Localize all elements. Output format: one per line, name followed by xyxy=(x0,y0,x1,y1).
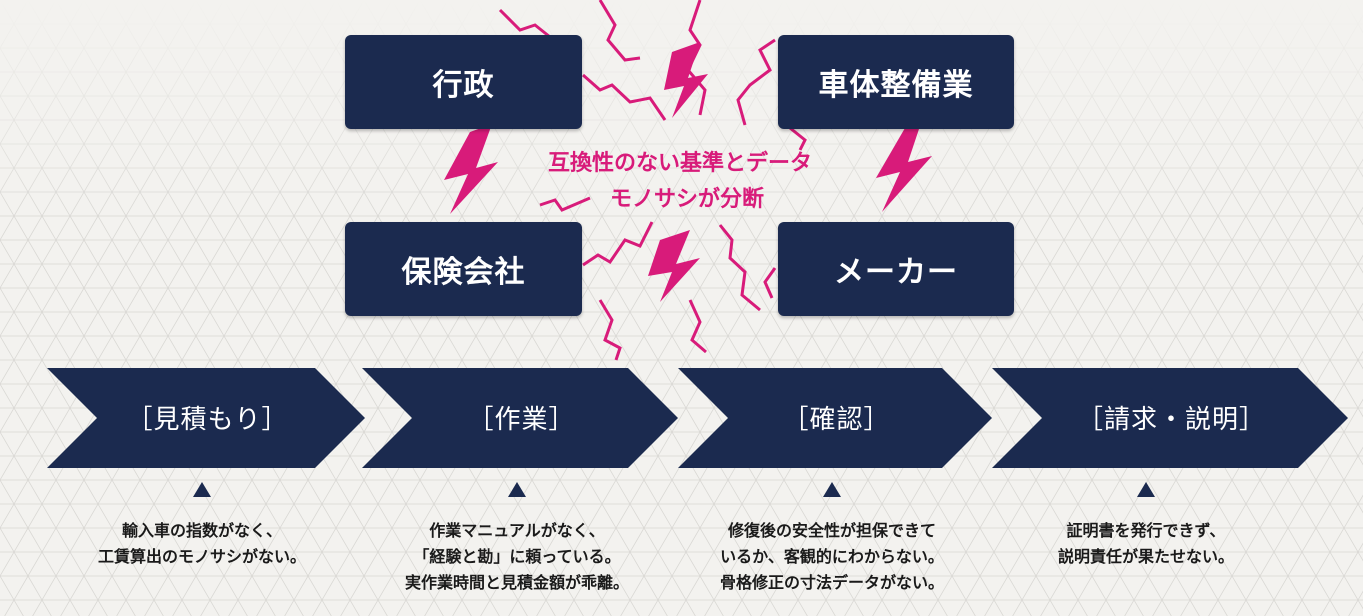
process-flow xyxy=(47,368,1348,468)
step-label-estimate: ［見積もり］ xyxy=(126,404,289,435)
desc-line: 作業マニュアルがなく、 xyxy=(429,521,605,540)
up-triangle-icon xyxy=(508,482,526,497)
step-desc-check: 修復後の安全性が担保できて いるか、客観的にわからない。 骨格修正の寸法データが… xyxy=(682,518,982,596)
center-message: 互換性のない基準とデータ モノサシが分断 xyxy=(510,146,850,218)
chevron-step-1 xyxy=(47,368,365,468)
up-triangle-icon xyxy=(193,482,211,497)
desc-line: 輸入車の指数がなく、 xyxy=(121,521,282,540)
desc-line: 「経験と勘」に頼っている。 xyxy=(413,547,621,566)
desc-line: 実作業時間と見積金額が乖離。 xyxy=(404,573,629,592)
step-desc-work: 作業マニュアルがなく、 「経験と勘」に頼っている。 実作業時間と見積金額が乖離。 xyxy=(367,518,667,596)
step-desc-estimate: 輸入車の指数がなく、 工賃算出のモノサシがない。 xyxy=(52,518,352,570)
stakeholder-hoken: 保険会社 xyxy=(345,222,582,316)
desc-line: いるか、客観的にわからない。 xyxy=(720,547,944,566)
desc-line: 証明書を発行できず、 xyxy=(1066,521,1226,540)
desc-line: 修復後の安全性が担保できて xyxy=(727,521,936,540)
desc-line: 工賃算出のモノサシがない。 xyxy=(97,547,306,566)
center-message-line1: 互換性のない基準とデータ xyxy=(547,151,812,176)
chevron-step-4 xyxy=(992,368,1348,468)
desc-line: 骨格修正の寸法データがない。 xyxy=(719,573,944,592)
step-label-work: ［作業］ xyxy=(467,404,576,435)
stakeholder-gyosei: 行政 xyxy=(345,35,582,129)
center-message-line2: モノサシが分断 xyxy=(609,187,764,212)
up-triangle-icon xyxy=(823,482,841,497)
up-triangle-icon xyxy=(1137,482,1155,497)
step-label-billing: ［請求・説明］ xyxy=(1076,404,1266,435)
stakeholder-maker: メーカー xyxy=(778,222,1014,316)
stakeholder-shatai: 車体整備業 xyxy=(778,35,1014,129)
chevron-step-3 xyxy=(678,368,992,468)
chevron-step-2 xyxy=(362,368,678,468)
step-desc-billing: 証明書を発行できず、 説明責任が果たせない。 xyxy=(996,518,1296,570)
step-label-check: ［確認］ xyxy=(782,404,891,435)
desc-line: 説明責任が果たせない。 xyxy=(1057,547,1234,566)
